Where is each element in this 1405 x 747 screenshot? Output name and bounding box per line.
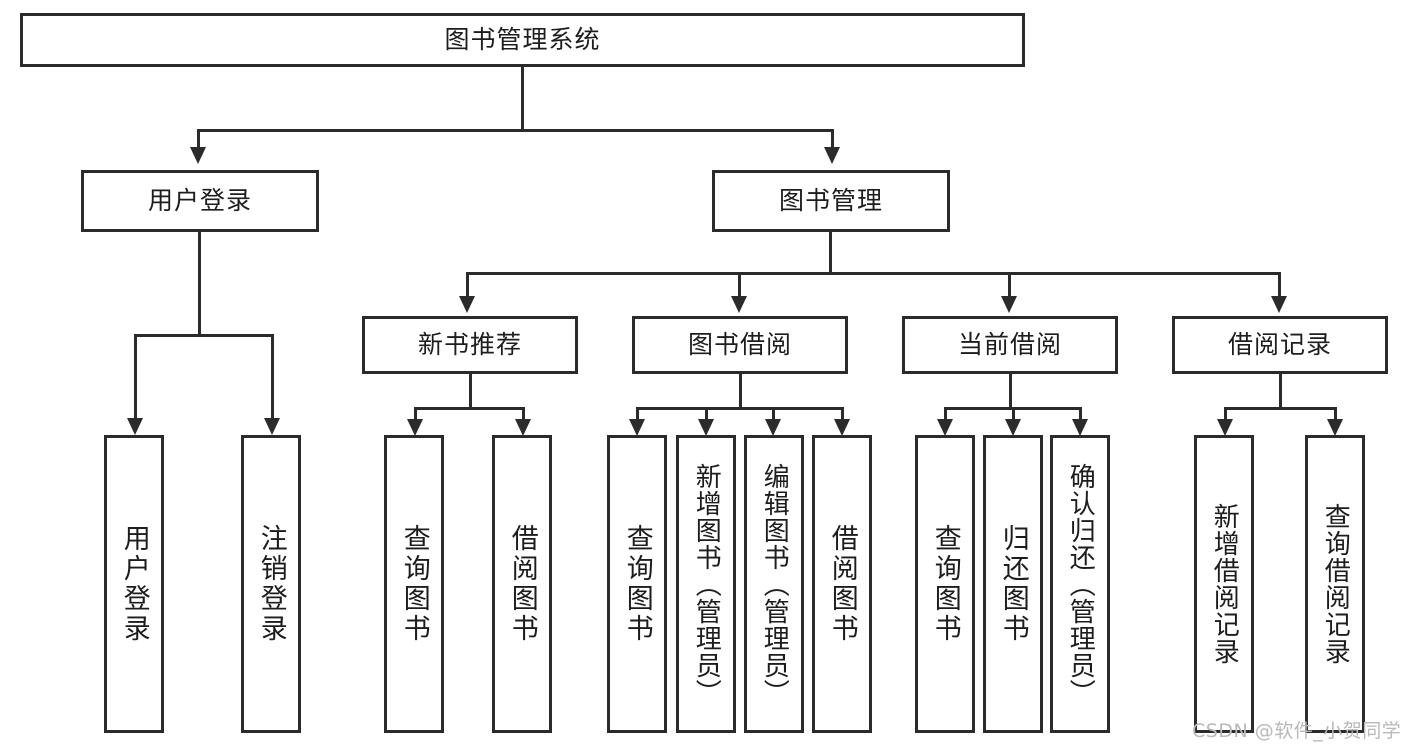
connector-book-mgmt-drop-1: [466, 272, 469, 298]
leaf-logout[interactable]: 注销登录: [241, 435, 301, 733]
node-label: 归还图书: [997, 524, 1029, 644]
node-book-borrow[interactable]: 图书借阅: [632, 316, 848, 374]
leaf-br-add-record[interactable]: 新增借阅记录: [1194, 435, 1254, 733]
node-user-login[interactable]: 用户登录: [81, 170, 319, 232]
watermark-credit: CSDN @软件_小贺同学: [1192, 720, 1402, 742]
arrowhead-leaf-bb-4: [834, 419, 850, 436]
node-label: 当前借阅: [957, 329, 1062, 359]
node-book-management[interactable]: 图书管理: [712, 170, 950, 232]
arrowhead-book-mgmt: [824, 147, 840, 164]
connector-bb-drop-1: [636, 407, 639, 421]
arrowhead-leaf-bb-1: [629, 419, 645, 436]
connector-root-to-user-login: [197, 129, 200, 149]
connector-borrow-record-stem: [1279, 374, 1282, 409]
arrowhead-leaf-br-2: [1327, 419, 1343, 436]
arrowhead-leaf-cb-1: [937, 419, 953, 436]
connector-bb-drop-4: [841, 407, 844, 421]
arrowhead-current-borrow: [1001, 296, 1017, 313]
connector-bb-drop-3: [772, 407, 775, 421]
connector-br-drop-2: [1334, 407, 1337, 421]
node-label: 图书管理系统: [444, 24, 601, 54]
arrowhead-borrow-record: [1271, 296, 1287, 313]
connector-user-login-bar: [134, 334, 274, 337]
connector-br-drop-1: [1224, 407, 1227, 421]
connector-book-borrow-bar: [636, 407, 844, 410]
connector-new-book-stem: [469, 374, 472, 409]
connector-cb-drop-2: [1012, 407, 1015, 421]
connector-new-book-bar: [414, 407, 525, 410]
node-label: 查询图书: [929, 524, 961, 644]
node-label: 新增借阅记录: [1209, 503, 1240, 665]
leaf-bb-add-book-admin[interactable]: 新增图书（管理员）: [676, 435, 736, 733]
node-root-system[interactable]: 图书管理系统: [20, 13, 1025, 67]
leaf-bb-query-book[interactable]: 查询图书: [607, 435, 667, 733]
arrowhead-user-login: [190, 147, 206, 164]
node-label: 确认归还（管理员）: [1065, 462, 1096, 706]
node-label: 用户登录: [147, 185, 252, 215]
connector-root-bar: [197, 129, 834, 132]
node-new-book-recommend[interactable]: 新书推荐: [362, 316, 578, 374]
arrowhead-leaf-cb-2: [1005, 419, 1021, 436]
node-label: 查询借阅记录: [1320, 503, 1351, 665]
node-label: 借阅图书: [826, 524, 858, 644]
connector-book-borrow-stem: [739, 374, 742, 409]
node-label: 查询图书: [398, 524, 430, 644]
node-label: 图书管理: [778, 185, 883, 215]
connector-book-mgmt-bar: [466, 272, 1281, 275]
leaf-cb-query-book[interactable]: 查询图书: [915, 435, 975, 733]
node-label: 新书推荐: [417, 329, 522, 359]
arrowhead-leaf-logout: [264, 418, 280, 435]
arrowhead-leaf-br-1: [1217, 419, 1233, 436]
leaf-br-query-record[interactable]: 查询借阅记录: [1305, 435, 1365, 733]
connector-borrow-record-bar: [1224, 407, 1337, 410]
connector-cb-drop-3: [1079, 407, 1082, 421]
connector-current-borrow-stem: [1009, 374, 1012, 409]
leaf-cb-return-book[interactable]: 归还图书: [983, 435, 1043, 733]
node-label: 用户登录: [118, 524, 150, 644]
node-label: 查询图书: [621, 524, 653, 644]
leaf-nb-query-book[interactable]: 查询图书: [384, 435, 444, 733]
arrowhead-leaf-cb-3: [1072, 419, 1088, 436]
connector-user-login-stem: [198, 232, 201, 336]
connector-root-to-book-mgmt: [831, 129, 834, 149]
connector-new-book-drop-2: [522, 407, 525, 421]
arrowhead-leaf-user-login: [127, 418, 143, 435]
leaf-bb-borrow-book[interactable]: 借阅图书: [812, 435, 872, 733]
connector-book-mgmt-stem: [829, 232, 832, 274]
node-label: 编辑图书（管理员）: [759, 462, 790, 706]
arrowhead-new-book-recommend: [459, 296, 475, 313]
node-label: 新增图书（管理员）: [691, 462, 722, 706]
connector-user-login-drop-2: [271, 334, 274, 420]
leaf-nb-borrow-book[interactable]: 借阅图书: [492, 435, 552, 733]
arrowhead-leaf-bb-2: [698, 419, 714, 436]
connector-book-mgmt-drop-4: [1278, 272, 1281, 298]
leaf-bb-edit-book-admin[interactable]: 编辑图书（管理员）: [744, 435, 804, 733]
node-label: 注销登录: [255, 524, 287, 644]
connector-cb-drop-1: [944, 407, 947, 421]
connector-book-mgmt-drop-2: [738, 272, 741, 298]
leaf-user-login[interactable]: 用户登录: [104, 435, 164, 733]
arrowhead-leaf-nb-2: [515, 419, 531, 436]
node-label: 借阅图书: [506, 524, 538, 644]
connector-user-login-drop-1: [134, 334, 137, 420]
node-current-borrow[interactable]: 当前借阅: [902, 316, 1118, 374]
connector-root-stem: [521, 67, 524, 131]
connector-new-book-drop-1: [414, 407, 417, 421]
connector-bb-drop-2: [705, 407, 708, 421]
connector-book-mgmt-drop-3: [1008, 272, 1011, 298]
node-borrow-record[interactable]: 借阅记录: [1172, 316, 1388, 374]
arrowhead-leaf-nb-1: [407, 419, 423, 436]
node-label: 图书借阅: [687, 329, 792, 359]
arrowhead-book-borrow: [731, 296, 747, 313]
leaf-cb-confirm-return-admin[interactable]: 确认归还（管理员）: [1050, 435, 1110, 733]
node-label: 借阅记录: [1227, 329, 1332, 359]
arrowhead-leaf-bb-3: [765, 419, 781, 436]
